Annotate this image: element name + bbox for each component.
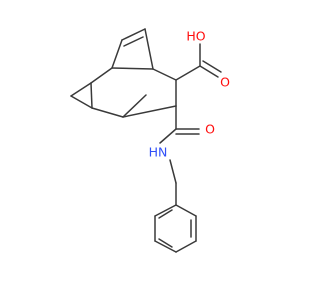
bond-benzene-2 bbox=[175, 240, 197, 253]
bond-nh-ch2 bbox=[169, 159, 177, 184]
bond-c4-bridgehead-bottom bbox=[91, 107, 124, 118]
bond-acid-carbon bbox=[175, 65, 201, 81]
bond-benzene-5 bbox=[154, 204, 177, 217]
bond-cyclopropane-fused bbox=[90, 82, 93, 109]
bond-bridgehead-bottom-c-amide bbox=[122, 105, 177, 118]
bond-cyclopropane-2 bbox=[70, 95, 93, 109]
bond-phenyl-ipso bbox=[175, 204, 197, 217]
bond-benzene-3 bbox=[154, 240, 177, 253]
bond-alkene-single bbox=[144, 28, 154, 70]
amide-nitrogen-label: HN bbox=[149, 145, 168, 160]
bond-acid-co-a bbox=[199, 65, 219, 78]
bond-c3-bridgehead-top bbox=[90, 67, 113, 84]
bond-benzene-inner-3 bbox=[158, 209, 173, 219]
hydroxyl-label: HO bbox=[186, 29, 205, 44]
acid-carbonyl-oxygen-label: O bbox=[220, 75, 230, 90]
bond-bridge-upper bbox=[111, 67, 154, 70]
bond-acid-co-b bbox=[202, 60, 222, 73]
bond-amide-cn bbox=[159, 128, 177, 144]
bond-alkene-b bbox=[123, 36, 144, 47]
bond-bridgehead-top-alkene bbox=[111, 39, 123, 69]
bond-bridgehead-right-top bbox=[152, 68, 177, 81]
bond-bridge-lower bbox=[122, 94, 147, 118]
bond-benzene-inner-2 bbox=[158, 238, 173, 248]
molecule-canvas: HO O O HN bbox=[70, 28, 231, 253]
bond-alkene-a bbox=[121, 28, 146, 41]
bond-cyclopropane-1 bbox=[70, 82, 92, 97]
amide-carbonyl-oxygen-label: O bbox=[205, 122, 215, 137]
molecule-structure: HO O O HN bbox=[70, 28, 230, 253]
